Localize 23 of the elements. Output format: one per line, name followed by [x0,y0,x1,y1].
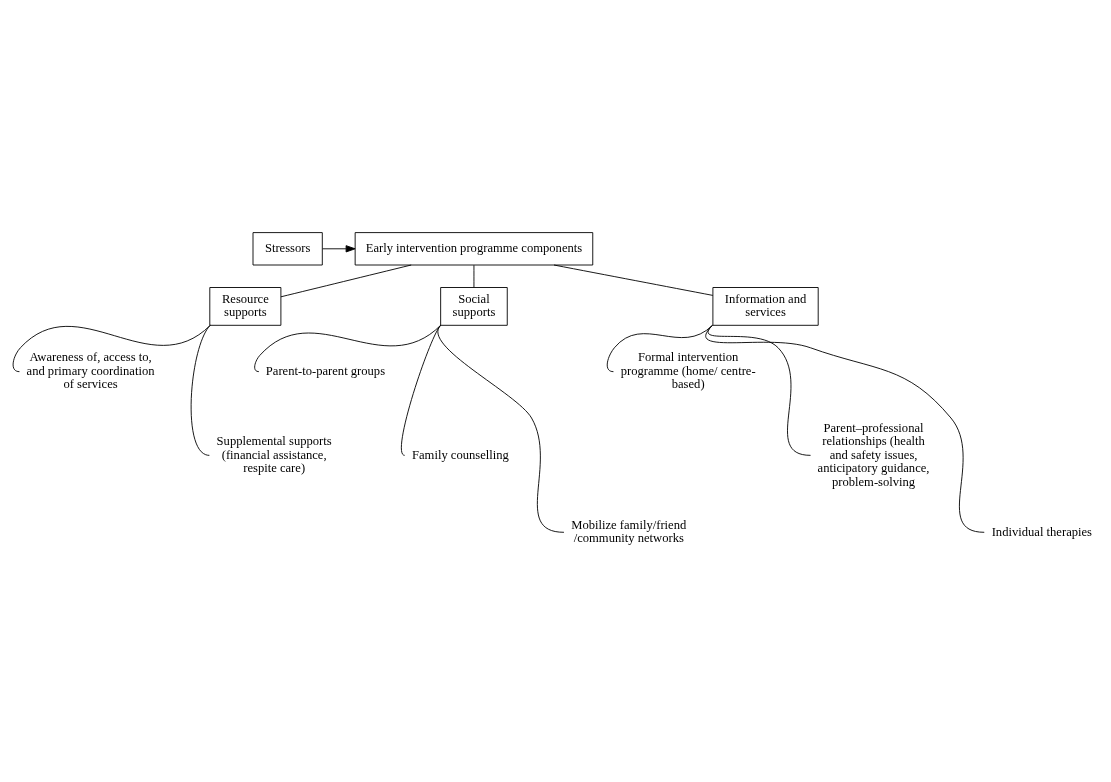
connector [254,324,442,373]
node-box: Early intervention programme components [354,232,594,266]
node-text: Awareness of, access to, and primary coordination of services [26,350,155,392]
node-text: Formal intervention programme (home/ centre-based) [620,350,756,392]
connector [705,324,985,533]
node-text: Parent–professional relationships (health and safety issues, anticipatory guidance, problem-solving [817,420,930,489]
connector [280,264,412,298]
connector [606,324,713,373]
connector [12,324,211,373]
node-text: Parent-to-parent groups [265,363,386,378]
node-text: Individual therapies [991,524,1093,539]
arrow [322,245,356,253]
node-box: Resource supports [209,287,282,326]
connector [190,324,211,456]
node-box: Information and services [712,287,819,326]
node-box: Stressors [252,232,323,266]
connector [437,324,565,533]
node-text: Mobilize family/friend /community networks [571,517,687,546]
node-text: Family counselling [412,447,509,462]
node-text: Supplemental supports (financial assistance, respite care) [216,434,332,476]
connector [553,264,714,296]
connector [473,264,475,288]
node-box: Social supports [440,287,508,326]
